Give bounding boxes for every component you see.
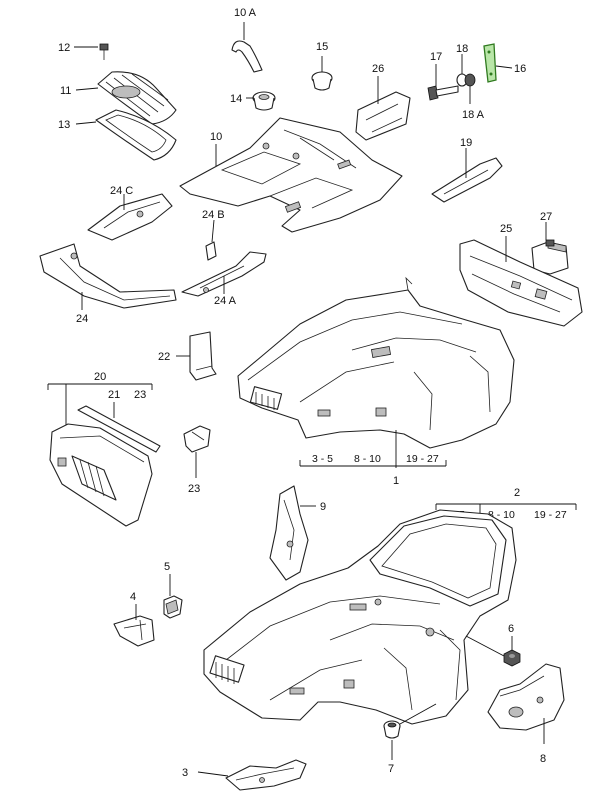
part-7-grommet[interactable] [383,720,401,739]
label-3: 3 [182,767,188,779]
part-26-bracket[interactable] [355,91,411,141]
part-16-strap-highlighted[interactable] [483,43,497,83]
leader-24b [211,219,215,243]
label-24: 24 [76,313,88,325]
label-12: 12 [58,42,70,54]
part-1-body-shell[interactable] [237,276,515,449]
label-27: 27 [540,211,552,223]
part-5-clip[interactable] [163,595,183,619]
part-18-washer[interactable] [456,73,476,87]
part-22-plate[interactable] [189,331,217,381]
part-13-gasket[interactable] [95,109,177,161]
leader-11 [75,87,99,91]
leader-6-to-body [465,635,505,657]
label-19: 19 [460,137,472,149]
part-24a-strut[interactable] [181,251,267,297]
label-5: 5 [164,561,170,573]
label-11: 11 [60,85,71,97]
label-2: 2 [514,487,520,499]
label-18: 18 [456,43,468,55]
label-20: 20 [94,371,106,383]
label-21: 21 [108,389,120,401]
label-10: 10 [210,131,222,143]
label-14: 14 [230,93,242,105]
part-8-strut-mount[interactable] [487,663,565,731]
part-14-grommet[interactable] [252,91,276,111]
label-16: 16 [514,63,526,75]
part-21-seal-strip[interactable] [77,405,161,453]
label-7: 7 [388,763,394,775]
label-10a: 10 A [234,7,257,19]
label-4: 4 [130,591,136,603]
part-24-crossmember[interactable] [39,243,177,309]
part-20-front-panel[interactable] [49,423,153,527]
label-24c: 24 C [110,185,133,197]
part-3-longitudinal-member[interactable] [225,759,307,791]
label-8: 8 [540,753,546,765]
label-22: 22 [158,351,170,363]
label-24b: 24 B [202,209,225,221]
label-13: 13 [58,119,70,131]
part-24c-bracket[interactable] [87,193,173,241]
part-17-bolt[interactable] [427,85,459,101]
part-25-rear-panel[interactable] [459,239,583,327]
part-15-plug[interactable] [311,71,333,91]
label-17: 17 [430,51,442,63]
leader-3 [197,771,229,777]
part-10-floor-pan[interactable] [179,117,403,233]
label-26: 26 [372,63,384,75]
range-group-1-c: 19 - 27 [406,453,439,465]
part-4-bracket[interactable] [113,615,155,647]
range-group-2-c: 19 - 27 [534,509,567,521]
label-23-group: 23 [134,389,146,401]
part-6-nut[interactable] [503,649,521,667]
label-9: 9 [320,501,326,513]
label-23: 23 [188,483,200,495]
label-15: 15 [316,41,328,53]
part-27-block[interactable] [531,239,569,275]
leader-13 [75,121,97,125]
label-18a: 18 A [462,109,485,121]
label-25: 25 [500,223,512,235]
range-group-1-b: 8 - 10 [354,453,381,465]
part-23-clip[interactable] [183,425,211,453]
label-24a: 24 A [214,295,237,307]
part-12-screw[interactable] [99,43,109,60]
part-19-rail[interactable] [431,157,503,203]
part-10a-hose[interactable] [231,40,263,73]
part-11-grille-cover[interactable] [97,71,177,125]
leader-7-to-body [399,703,437,725]
part-9-bracket[interactable] [269,485,309,581]
part-2-body-with-windscreen[interactable] [203,509,517,725]
label-6: 6 [508,623,514,635]
range-group-1-a: 3 - 5 [312,453,333,465]
part-24b-plate[interactable] [205,241,217,261]
label-1: 1 [393,475,399,487]
leader-16 [495,65,513,69]
